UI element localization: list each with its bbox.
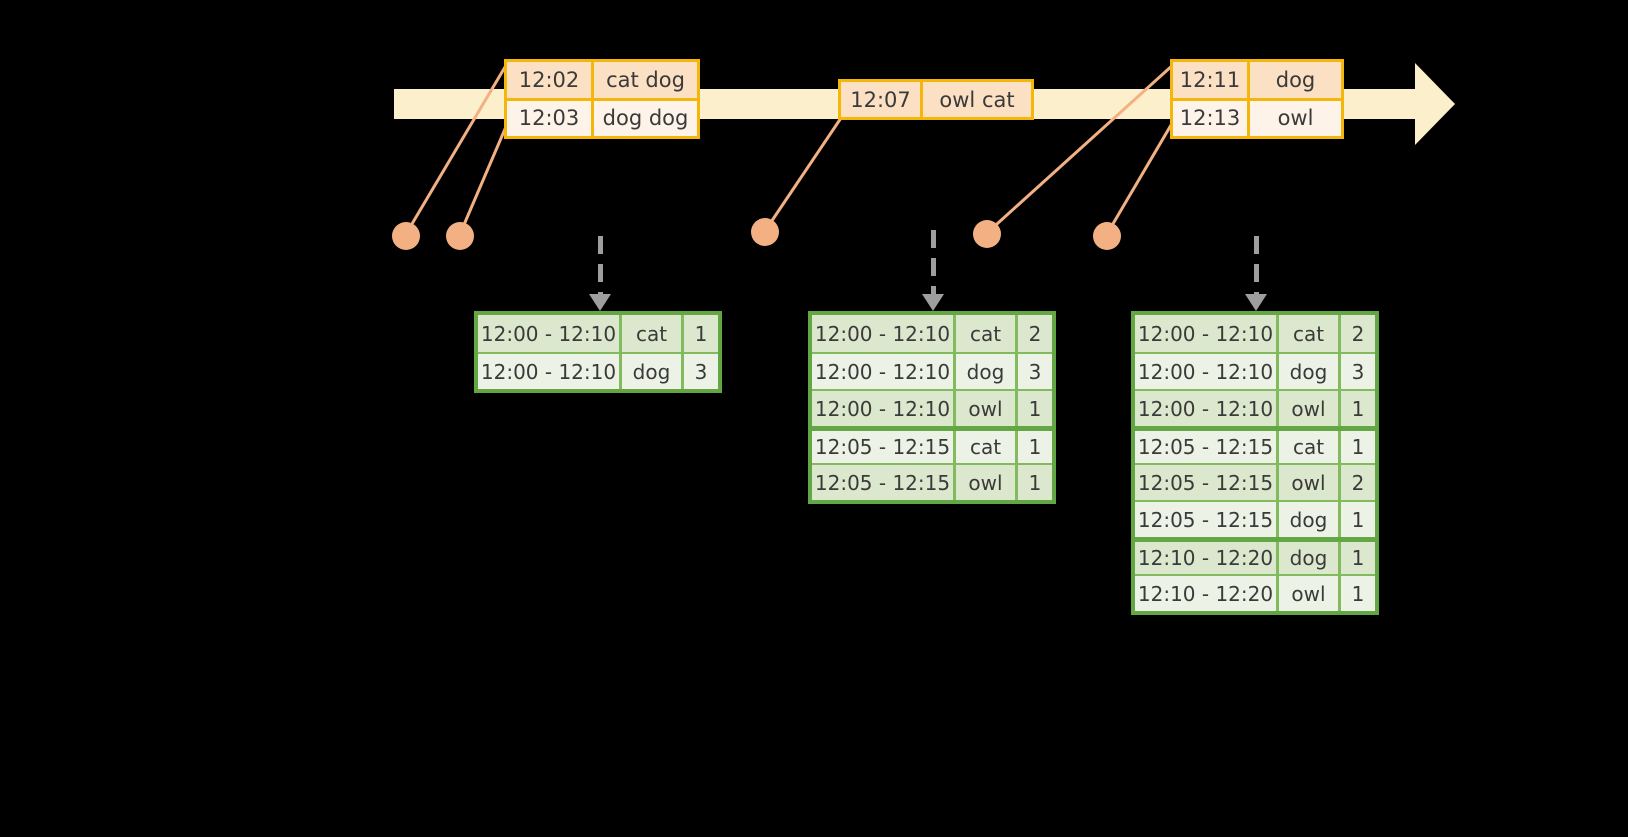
event-value: dog dog — [594, 100, 697, 136]
cell-window: 12:05 - 12:15 — [1135, 502, 1279, 537]
emit-arrow-2 — [922, 230, 944, 312]
cell-key: cat — [622, 315, 684, 352]
emit-arrow-3 — [1245, 236, 1267, 312]
cell-window: 12:00 - 12:10 — [812, 354, 956, 389]
cell-count: 1 — [1028, 470, 1042, 495]
cell-count: 1 — [1351, 546, 1365, 570]
cell-count: 1 — [1028, 435, 1042, 459]
event-row[interactable]: 12:07 owl cat — [841, 82, 1031, 117]
cell-count: 1 — [694, 321, 708, 346]
event-value: owl cat — [923, 82, 1031, 117]
cell-window: 12:00 - 12:10 — [812, 391, 956, 426]
cell-count: 2 — [1351, 470, 1365, 495]
cell-window: 12:00 - 12:10 — [1135, 354, 1279, 389]
event-time: 12:07 — [841, 82, 923, 117]
connector-dot-5 — [1093, 222, 1121, 250]
cell-window: 12:05 - 12:15 — [812, 465, 956, 500]
cell-key: owl — [1279, 576, 1341, 611]
cell-key: dog — [956, 354, 1018, 389]
emit-arrow-1 — [589, 236, 611, 312]
event-group-1[interactable]: 12:02 cat dog 12:03 dog dog — [504, 59, 700, 139]
event-value: cat dog — [594, 62, 697, 98]
event-row[interactable]: 12:13 owl — [1173, 97, 1341, 136]
connector-dot-3 — [751, 218, 779, 246]
cell-key: cat — [1279, 315, 1341, 352]
cell-count: 3 — [1028, 359, 1042, 384]
cell-window: 12:00 - 12:10 — [1135, 315, 1279, 352]
connector-dot-2 — [446, 222, 474, 250]
cell-window: 12:00 - 12:10 — [478, 315, 622, 352]
cell-key: owl — [956, 391, 1018, 426]
cell-key: dog — [1279, 354, 1341, 389]
event-row[interactable]: 12:11 dog — [1173, 62, 1341, 98]
cell-count: 1 — [1351, 507, 1365, 532]
event-time: 12:11 — [1173, 62, 1250, 98]
cell-count: 1 — [1028, 396, 1042, 421]
event-time: 12:02 — [507, 62, 594, 98]
cell-window: 12:00 - 12:10 — [478, 354, 622, 389]
event-row[interactable]: 12:03 dog dog — [507, 97, 697, 136]
cell-window: 12:05 - 12:15 — [812, 431, 956, 463]
cell-key: cat — [956, 315, 1018, 352]
cell-key: cat — [1279, 431, 1341, 463]
event-time: 12:03 — [507, 100, 594, 136]
cell-window: 12:10 - 12:20 — [1135, 542, 1279, 574]
arrow-right-icon — [1415, 63, 1455, 145]
cell-count: 1 — [1351, 435, 1365, 459]
cell-key: owl — [956, 465, 1018, 500]
cell-window: 12:00 - 12:10 — [1135, 391, 1279, 426]
cell-key: owl — [1279, 391, 1341, 426]
event-group-3[interactable]: 12:11 dog 12:13 owl — [1170, 59, 1344, 139]
cell-key: dog — [622, 354, 684, 389]
cell-key: owl — [1279, 465, 1341, 500]
cell-key: dog — [1279, 542, 1341, 574]
cell-count: 1 — [1351, 396, 1365, 421]
cell-window: 12:10 - 12:20 — [1135, 576, 1279, 611]
event-row[interactable]: 12:02 cat dog — [507, 62, 697, 98]
event-time: 12:13 — [1173, 100, 1250, 136]
connector-dot-4 — [973, 220, 1001, 248]
event-value: owl — [1250, 100, 1341, 136]
cell-count: 2 — [1028, 321, 1042, 346]
cell-count: 1 — [1351, 581, 1365, 606]
event-group-2[interactable]: 12:07 owl cat — [838, 79, 1034, 120]
cell-window: 12:05 - 12:15 — [1135, 431, 1279, 463]
cell-count: 3 — [1351, 359, 1365, 384]
cell-key: dog — [1279, 502, 1341, 537]
connector-dot-1 — [392, 222, 420, 250]
cell-window: 12:00 - 12:10 — [812, 315, 956, 352]
event-value: dog — [1250, 62, 1341, 98]
cell-window: 12:05 - 12:15 — [1135, 465, 1279, 500]
cell-count: 3 — [694, 359, 708, 384]
cell-key: cat — [956, 431, 1018, 463]
cell-count: 2 — [1351, 321, 1365, 346]
